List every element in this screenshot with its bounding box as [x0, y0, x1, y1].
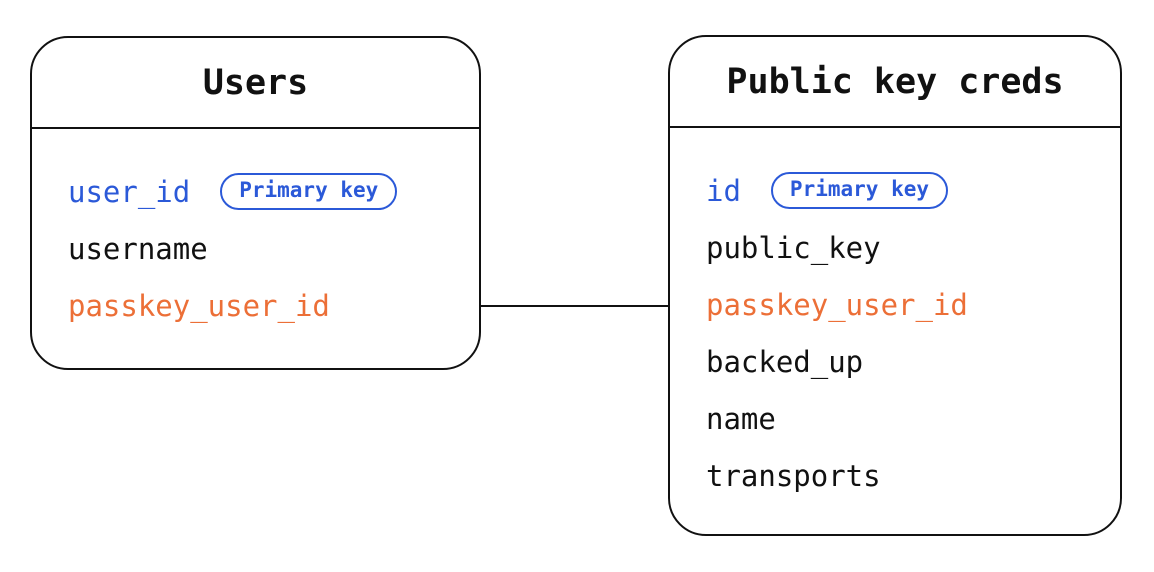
- field-name: id: [706, 173, 741, 208]
- field-name: passkey_user_id: [68, 288, 330, 323]
- primary-key-badge: Primary key: [770, 171, 948, 210]
- field-row-backed-up: backed_up: [706, 333, 1110, 390]
- table-users-title: Users: [32, 38, 479, 129]
- field-row-public-key: public_key: [706, 219, 1110, 276]
- field-name: name: [706, 401, 776, 436]
- field-row-username: username: [68, 220, 469, 277]
- table-title-text: Public key creds: [726, 61, 1064, 102]
- field-name: passkey_user_id: [706, 287, 968, 322]
- field-row-id: id Primary key: [706, 162, 1110, 219]
- field-name: public_key: [706, 230, 881, 265]
- field-row-passkey-user-id: passkey_user_id: [68, 277, 469, 334]
- table-public-key-creds: Public key creds id Primary key public_k…: [668, 35, 1122, 536]
- table-title-text: Users: [202, 62, 309, 103]
- relation-connector-line: [480, 305, 669, 307]
- field-row-user-id: user_id Primary key: [68, 163, 469, 220]
- field-row-transports: transports: [706, 447, 1110, 504]
- primary-key-badge: Primary key: [220, 172, 398, 211]
- field-name: user_id: [68, 174, 191, 209]
- table-public-key-creds-title: Public key creds: [670, 37, 1120, 128]
- field-name: backed_up: [706, 344, 864, 379]
- field-row-name: name: [706, 390, 1110, 447]
- table-users: Users user_id Primary key username passk…: [30, 36, 481, 370]
- table-users-fields: user_id Primary key username passkey_use…: [32, 129, 479, 334]
- table-public-key-creds-fields: id Primary key public_key passkey_user_i…: [670, 128, 1120, 504]
- field-name: username: [68, 231, 208, 266]
- field-row-passkey-user-id: passkey_user_id: [706, 276, 1110, 333]
- field-name: transports: [706, 458, 881, 493]
